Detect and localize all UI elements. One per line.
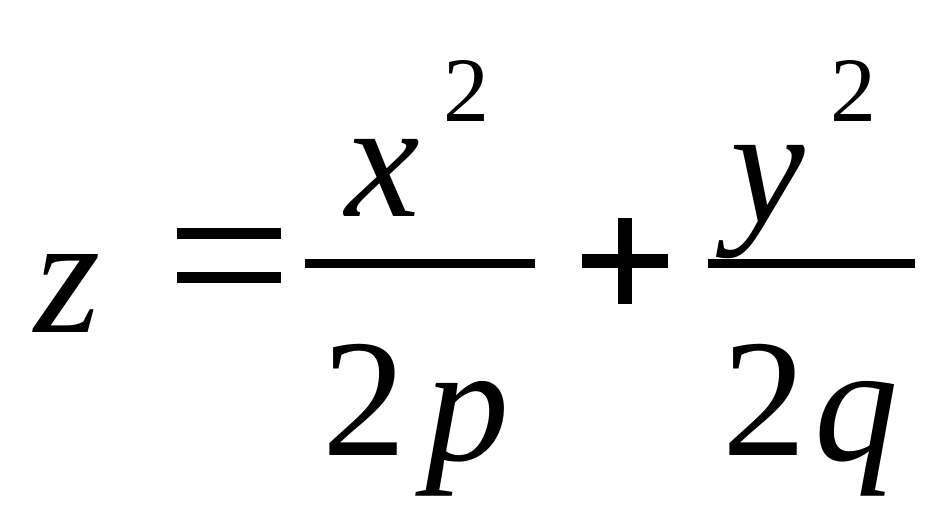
plus-sign-vertical (618, 218, 632, 304)
fraction-bar-2 (708, 259, 915, 268)
denominator-variable-q: q (814, 311, 898, 497)
equals-sign-bottom-bar (177, 272, 281, 283)
numerator-y: y (730, 73, 805, 259)
denominator-coefficient-1: 2 (322, 306, 406, 492)
exponent-x: 2 (443, 39, 489, 141)
fraction-bar-1 (305, 259, 535, 268)
exponent-y: 2 (830, 39, 876, 141)
equals-sign-top-bar (177, 228, 281, 239)
denominator-coefficient-2: 2 (722, 306, 806, 492)
numerator-x: x (345, 67, 420, 253)
denominator-variable-p: p (425, 311, 509, 497)
variable-z: z (34, 181, 101, 369)
